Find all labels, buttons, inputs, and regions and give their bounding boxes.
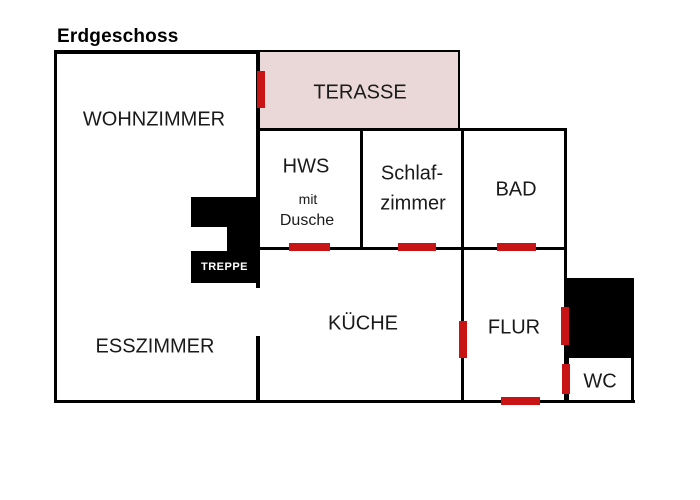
wall-hws-schlafzimmer	[360, 130, 363, 250]
plan-title: Erdgeschoss	[57, 26, 179, 47]
door-entrance	[501, 397, 540, 405]
room-wc-outline	[566, 355, 634, 403]
door-kueche-flur	[459, 321, 467, 358]
door-flur-shaft	[561, 307, 569, 345]
door-bad	[497, 243, 536, 251]
room-terasse	[258, 50, 460, 130]
room-label-kueche: KÜCHE	[327, 312, 399, 335]
room-label-bad: BAD	[495, 178, 537, 201]
room-label-esszimmer: ESSZIMMER	[95, 335, 215, 358]
room-label-schlafzimmer-line1: Schlaf-	[380, 162, 444, 185]
room-label-hws: HWS	[282, 155, 330, 178]
door-schlafzimmer	[398, 243, 436, 251]
shaft-area	[566, 278, 634, 357]
room-label-wc: WC	[583, 370, 617, 393]
door-wohnzimmer-terasse	[257, 71, 265, 108]
room-label-hws-mit: mit	[298, 191, 318, 207]
wall-wohnzimmer-right	[256, 50, 260, 288]
room-label-wohnzimmer: WOHNZIMMER	[82, 108, 226, 131]
door-flur-wc	[562, 364, 570, 394]
wall-outer-left	[54, 50, 57, 403]
room-label-treppe: TREPPE	[200, 261, 248, 273]
wall-esszimmer-kueche	[256, 336, 260, 402]
stairs-shape-bottom: TREPPE	[191, 251, 258, 283]
room-label-flur: FLUR	[487, 316, 541, 339]
room-label-terasse: TERASSE	[313, 81, 407, 104]
wall-top-rooms	[258, 128, 567, 131]
wall-outer-top	[54, 50, 260, 54]
wall-schlafzimmer-bad-kueche-flur	[461, 130, 464, 402]
room-label-hws-dusche: Dusche	[279, 212, 335, 229]
wall-outer-right	[564, 128, 567, 403]
door-hws	[289, 243, 330, 251]
wall-outer-bottom	[54, 400, 635, 403]
room-label-schlafzimmer-line2: zimmer	[380, 192, 446, 215]
